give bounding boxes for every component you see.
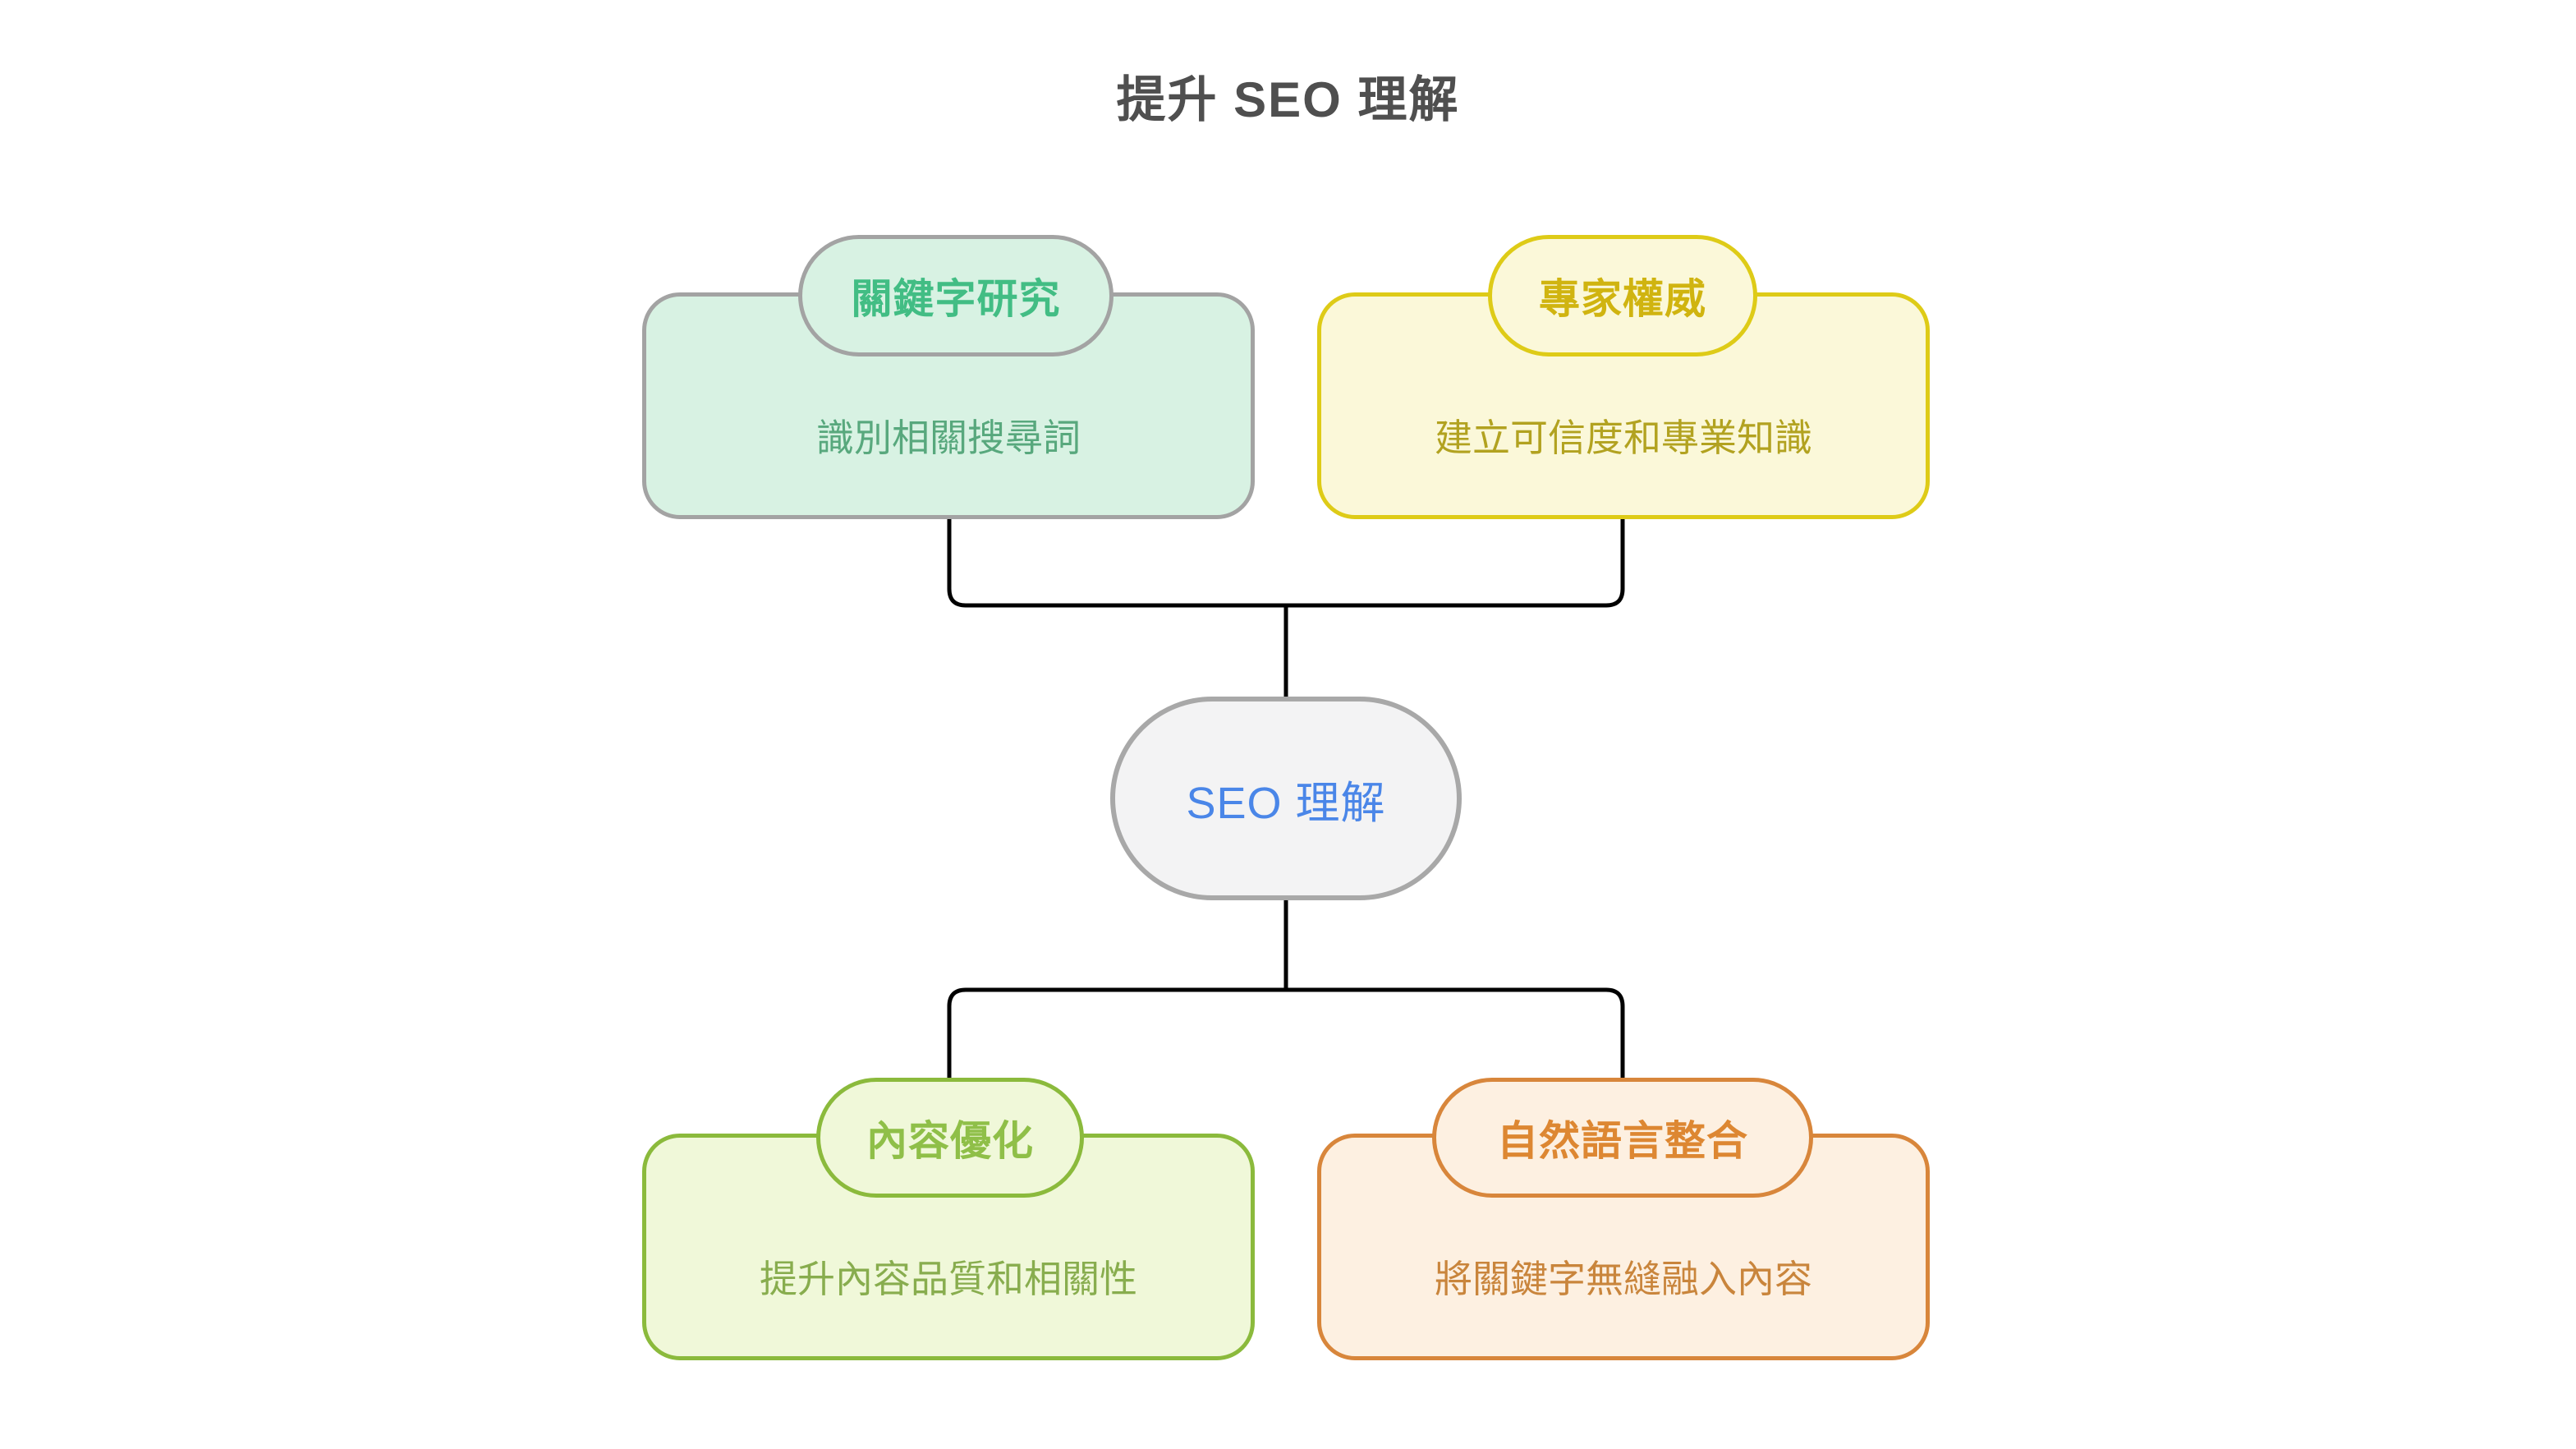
node-expert-authority-title-pill: 專家權威 <box>1488 235 1757 356</box>
node-seo-understanding-label: SEO 理解 <box>1186 778 1386 828</box>
page-title: 提升 SEO 理解 <box>1116 72 1460 127</box>
connector-top-elbow <box>947 519 1625 608</box>
node-nlp-integration-title: 自然語言整合 <box>1497 1118 1748 1164</box>
node-expert-authority: 建立可信度和專業知識 專家權威 <box>1317 235 1930 519</box>
node-expert-authority-title: 專家權威 <box>1539 276 1706 322</box>
node-content-optimization: 提升內容品質和相關性 內容優化 <box>642 1078 1255 1360</box>
node-keyword-research-description: 識別相關搜尋詞 <box>816 416 1081 460</box>
node-content-optimization-description: 提升內容品質和相關性 <box>760 1258 1137 1301</box>
node-expert-authority-description: 建立可信度和專業知識 <box>1435 416 1812 460</box>
node-content-optimization-title-pill: 內容優化 <box>816 1078 1084 1198</box>
node-nlp-integration-description: 將關鍵字無縫融入內容 <box>1435 1258 1812 1301</box>
node-seo-understanding: SEO 理解 <box>1110 697 1462 900</box>
node-keyword-research: 識別相關搜尋詞 關鍵字研究 <box>642 235 1255 519</box>
connector-bottom-elbow <box>947 987 1625 1080</box>
node-nlp-integration: 將關鍵字無縫融入內容 自然語言整合 <box>1317 1078 1930 1360</box>
node-nlp-integration-title-pill: 自然語言整合 <box>1432 1078 1813 1198</box>
node-keyword-research-title-pill: 關鍵字研究 <box>798 235 1114 356</box>
node-keyword-research-title: 關鍵字研究 <box>851 276 1061 322</box>
node-content-optimization-title: 內容優化 <box>866 1118 1034 1164</box>
